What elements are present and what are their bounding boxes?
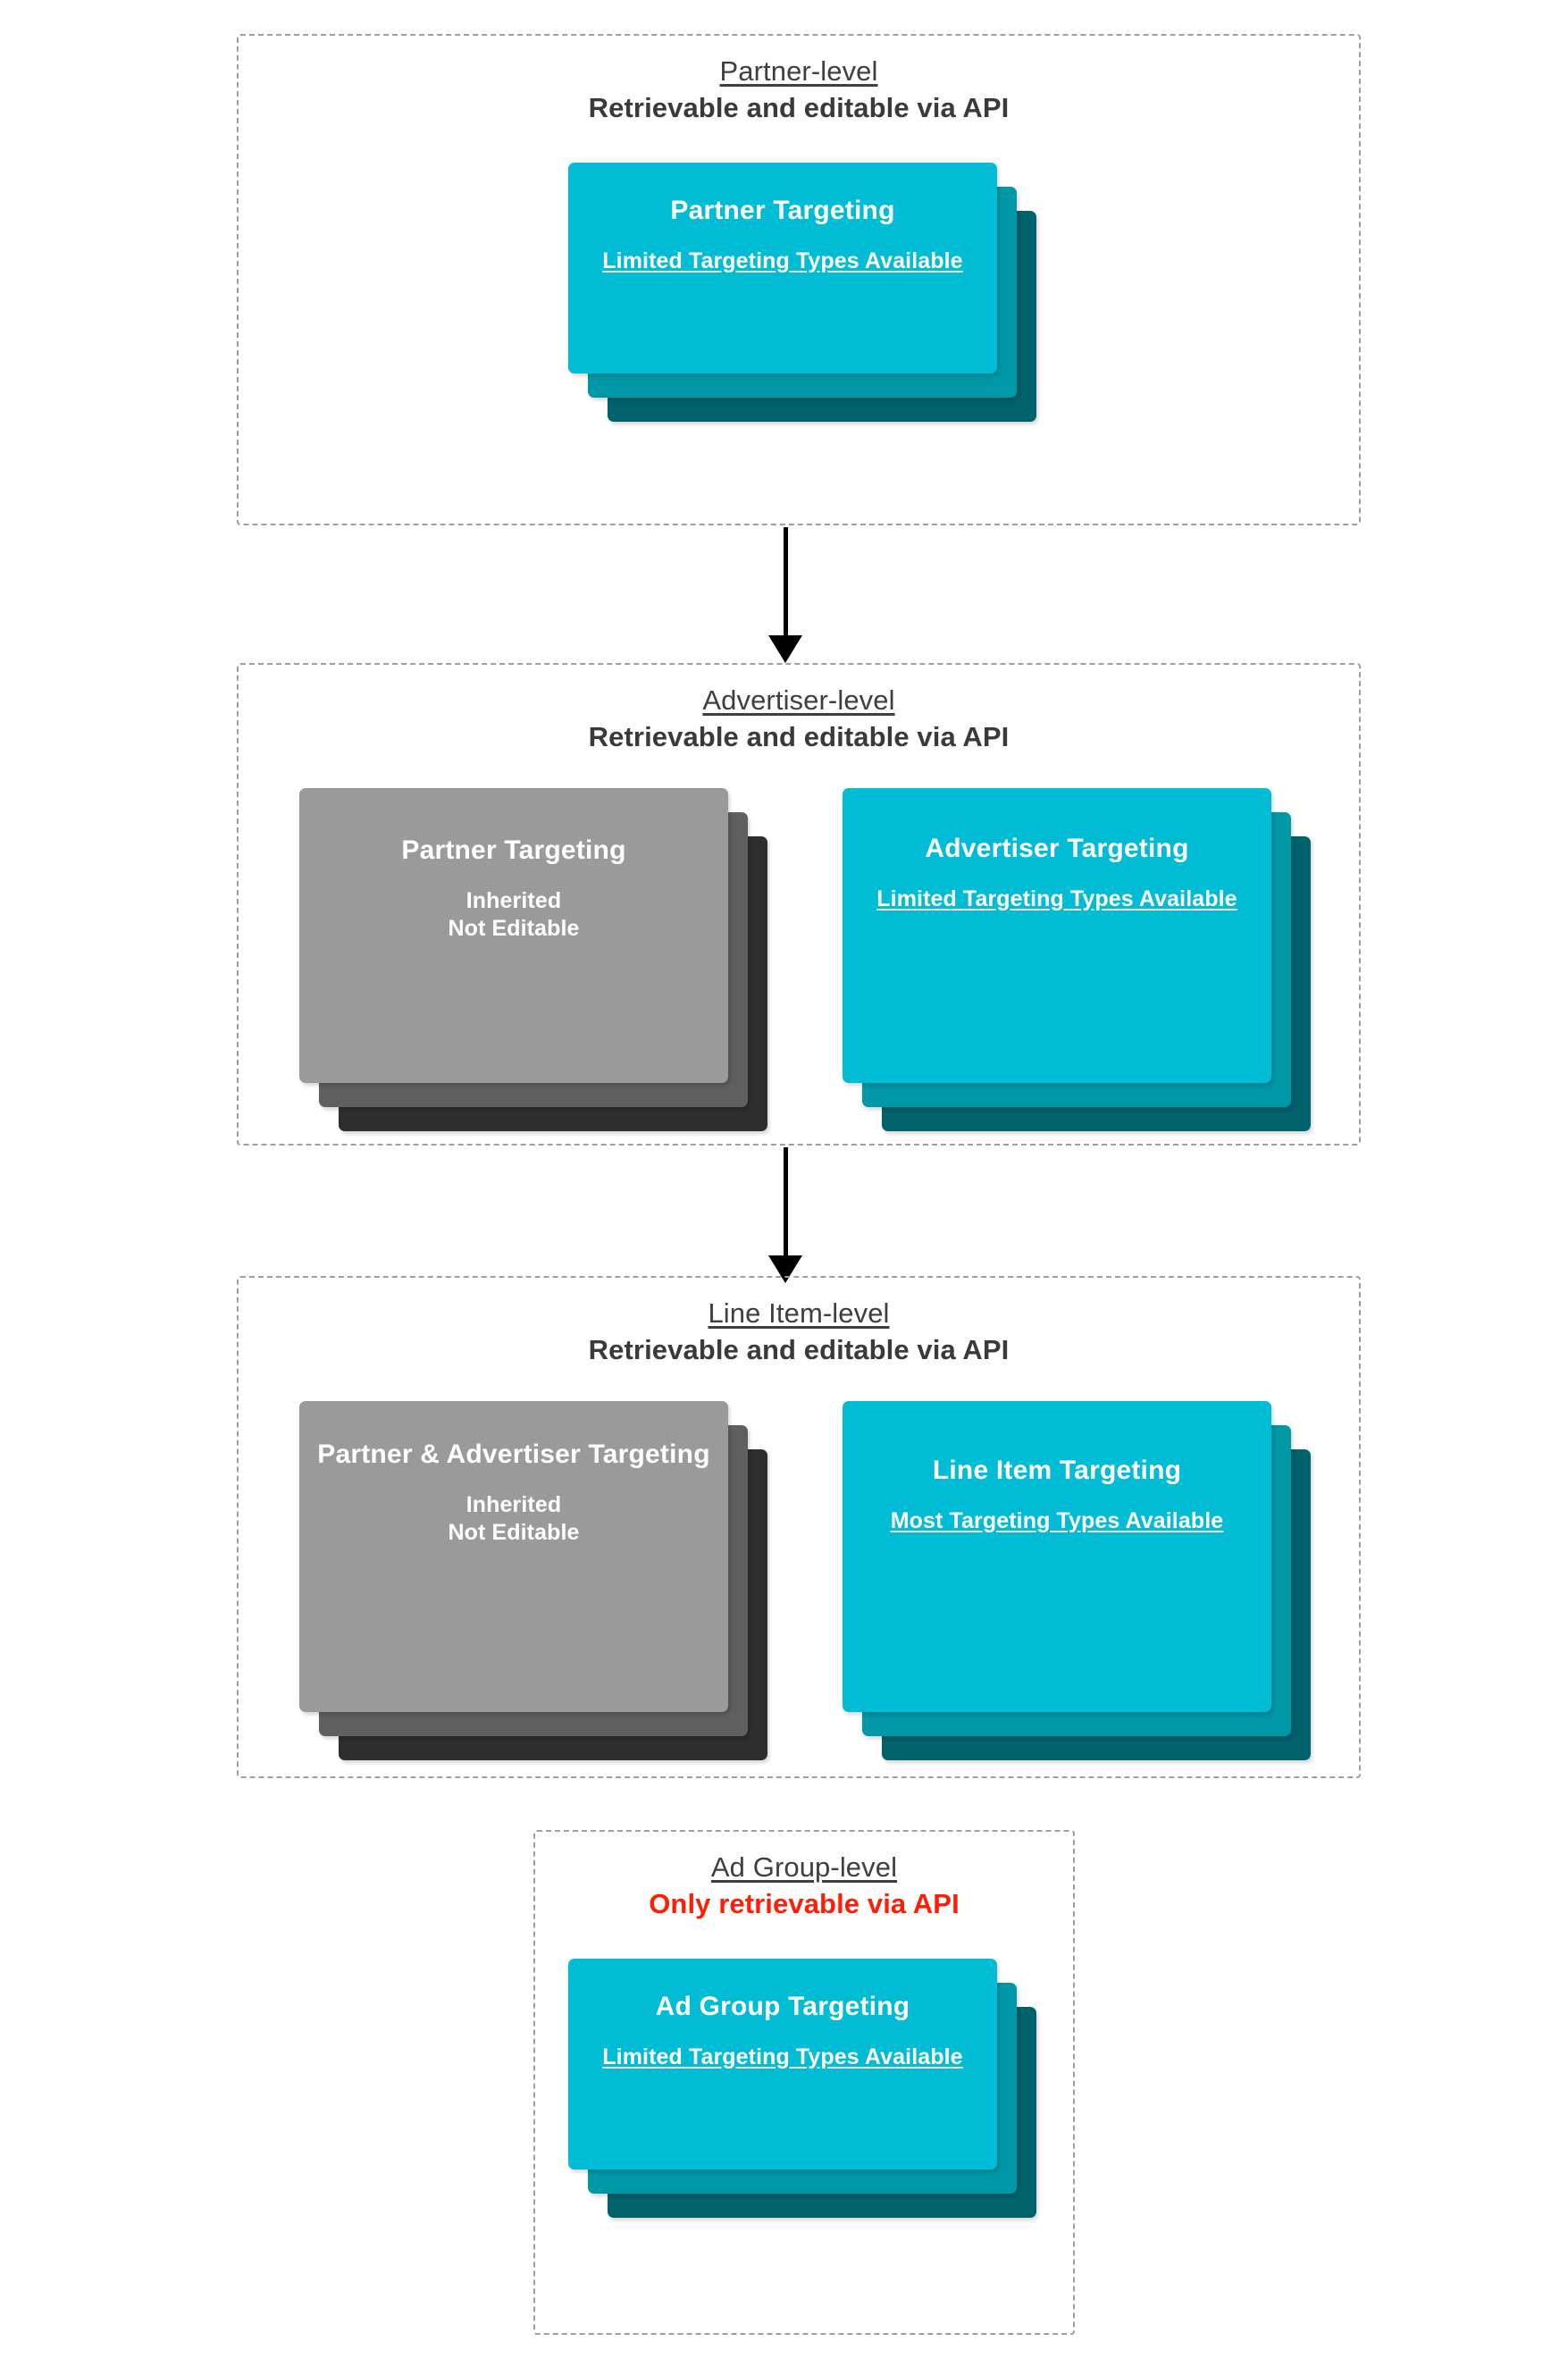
level-title-advertiser: Advertiser-level bbox=[702, 684, 895, 716]
level-subtitle-partner: Retrievable and editable via API bbox=[588, 92, 1010, 124]
level-box-advertiser: Advertiser-level Retrievable and editabl… bbox=[237, 663, 1361, 1146]
card-title: Partner Targeting bbox=[401, 835, 626, 865]
card-title: Partner Targeting bbox=[670, 196, 895, 225]
card-stack-inherited-partner-targeting: Partner Targeting Inherited Not Editable bbox=[299, 788, 782, 1131]
card-inherited-partner-targeting[interactable]: Partner Targeting Inherited Not Editable bbox=[299, 788, 728, 1083]
arrow-advertiser-to-line-item bbox=[759, 1147, 812, 1283]
card-body: Line Item Targeting Most Targeting Types… bbox=[843, 1455, 1271, 1535]
card-title: Line Item Targeting bbox=[932, 1456, 1182, 1485]
card-note: Inherited Not Editable bbox=[448, 887, 580, 941]
card-title: Ad Group Targeting bbox=[655, 1992, 910, 2021]
level-box-line-item: Line Item-level Retrievable and editable… bbox=[237, 1276, 1361, 1778]
level-title-partner: Partner-level bbox=[719, 55, 878, 87]
card-body: Ad Group Targeting Limited Targeting Typ… bbox=[568, 1991, 997, 2071]
card-note: Limited Targeting Types Available bbox=[602, 248, 963, 273]
card-body: Partner Targeting Limited Targeting Type… bbox=[568, 195, 997, 275]
level-title-line-item: Line Item-level bbox=[708, 1297, 890, 1329]
arrow-shaft bbox=[784, 527, 788, 635]
card-stack-ad-group-targeting: Ad Group Targeting Limited Targeting Typ… bbox=[568, 1959, 1051, 2218]
card-line-item-targeting[interactable]: Line Item Targeting Most Targeting Types… bbox=[843, 1401, 1271, 1712]
card-body: Partner Targeting Inherited Not Editable bbox=[299, 835, 728, 943]
level-box-partner: Partner-level Retrievable and editable v… bbox=[237, 34, 1361, 525]
level-subtitle-line-item: Retrievable and editable via API bbox=[588, 1334, 1010, 1366]
card-stack-advertiser-targeting: Advertiser Targeting Limited Targeting T… bbox=[843, 788, 1325, 1131]
card-partner-targeting[interactable]: Partner Targeting Limited Targeting Type… bbox=[568, 163, 997, 374]
level-subtitle-ad-group: Only retrievable via API bbox=[649, 1888, 960, 1920]
level-box-ad-group: Ad Group-level Only retrievable via API … bbox=[533, 1830, 1075, 2335]
level-title-ad-group: Ad Group-level bbox=[710, 1851, 898, 1883]
card-inherited-partner-advertiser-targeting[interactable]: Partner & Advertiser Targeting Inherited… bbox=[299, 1401, 728, 1712]
arrow-head-icon bbox=[768, 635, 802, 663]
card-note: Limited Targeting Types Available bbox=[602, 2044, 963, 2069]
level-heading-partner: Partner-level Retrievable and editable v… bbox=[239, 55, 1359, 124]
arrow-head-icon bbox=[768, 1255, 802, 1283]
arrow-shaft bbox=[784, 1147, 788, 1255]
level-heading-advertiser: Advertiser-level Retrievable and editabl… bbox=[239, 684, 1359, 753]
card-body: Partner & Advertiser Targeting Inherited… bbox=[299, 1439, 728, 1547]
card-note: Most Targeting Types Available bbox=[890, 1507, 1224, 1533]
card-title: Advertiser Targeting bbox=[925, 834, 1189, 863]
arrow-partner-to-advertiser bbox=[759, 527, 812, 663]
level-heading-ad-group: Ad Group-level Only retrievable via API bbox=[535, 1851, 1073, 1920]
card-note: Inherited Not Editable bbox=[448, 1491, 580, 1545]
card-stack-partner-targeting: Partner Targeting Limited Targeting Type… bbox=[568, 163, 1051, 422]
card-advertiser-targeting[interactable]: Advertiser Targeting Limited Targeting T… bbox=[843, 788, 1271, 1083]
level-heading-line-item: Line Item-level Retrievable and editable… bbox=[239, 1297, 1359, 1366]
card-ad-group-targeting[interactable]: Ad Group Targeting Limited Targeting Typ… bbox=[568, 1959, 997, 2170]
level-subtitle-advertiser: Retrievable and editable via API bbox=[588, 721, 1010, 753]
card-stack-inherited-partner-advertiser-targeting: Partner & Advertiser Targeting Inherited… bbox=[299, 1401, 782, 1760]
card-title: Partner & Advertiser Targeting bbox=[317, 1440, 710, 1469]
card-stack-line-item-targeting: Line Item Targeting Most Targeting Types… bbox=[843, 1401, 1325, 1760]
card-body: Advertiser Targeting Limited Targeting T… bbox=[843, 833, 1271, 913]
card-note: Limited Targeting Types Available bbox=[876, 886, 1237, 911]
